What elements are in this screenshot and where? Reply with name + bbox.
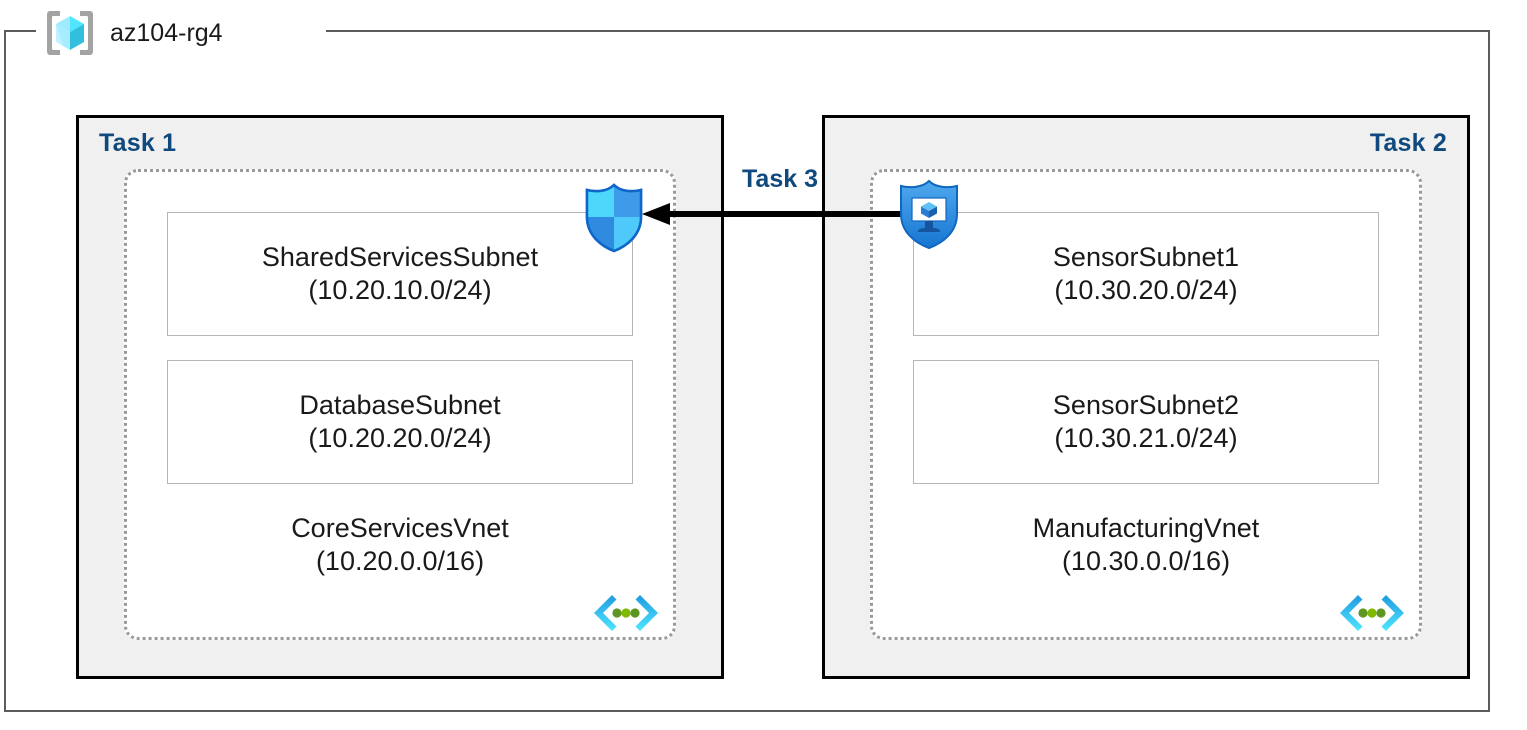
subnet-cidr: (10.20.10.0/24) bbox=[308, 275, 492, 305]
azure-network-security-group-shield-icon bbox=[896, 178, 962, 250]
subnet-sensorsubnet1: SensorSubnet1 (10.30.20.0/24) bbox=[913, 212, 1379, 336]
resource-group-name: az104-rg4 bbox=[110, 18, 223, 47]
azure-firewall-shield-icon bbox=[583, 183, 645, 253]
azure-resource-group-icon bbox=[44, 8, 96, 58]
subnet-cidr: (10.20.20.0/24) bbox=[308, 423, 492, 453]
subnet-databasesubnet: DatabaseSubnet (10.20.20.0/24) bbox=[167, 360, 633, 484]
subnet-cidr: (10.30.21.0/24) bbox=[1054, 423, 1238, 453]
vnet-footer: ManufacturingVnet (10.30.0.0/16) bbox=[873, 512, 1419, 578]
task-2-label: Task 2 bbox=[1369, 129, 1447, 157]
subnet-name: SensorSubnet1 bbox=[1052, 242, 1240, 273]
subnet-sensorsubnet2: SensorSubnet2 (10.30.21.0/24) bbox=[913, 360, 1379, 484]
vnet-coreservicesvnet: SharedServicesSubnet (10.20.10.0/24) Dat… bbox=[124, 169, 676, 640]
task-3-label: Task 3 bbox=[742, 165, 818, 193]
vnet-name: ManufacturingVnet bbox=[1032, 513, 1260, 543]
subnet-name: DatabaseSubnet bbox=[299, 390, 501, 421]
resource-group-header: az104-rg4 bbox=[44, 3, 223, 63]
resource-group-title-notch bbox=[36, 20, 326, 46]
azure-virtual-network-icon bbox=[592, 593, 660, 637]
vnet-footer: CoreServicesVnet (10.20.0.0/16) bbox=[127, 512, 673, 578]
vnet-name: CoreServicesVnet bbox=[291, 513, 509, 543]
azure-virtual-network-icon bbox=[1338, 593, 1406, 637]
vnet-peering-connector: Task 3 bbox=[640, 165, 920, 235]
resource-group-container bbox=[4, 30, 1490, 712]
task-1-label: Task 1 bbox=[99, 129, 177, 157]
subnet-sharedservicessubnet: SharedServicesSubnet (10.20.10.0/24) bbox=[167, 212, 633, 336]
task-panel-1: Task 1 SharedServicesSubnet (10.20.10.0/… bbox=[76, 115, 724, 679]
vnet-manufacturingvnet: SensorSubnet1 (10.30.20.0/24) SensorSubn… bbox=[870, 169, 1422, 640]
subnet-name: SharedServicesSubnet bbox=[261, 242, 539, 273]
subnet-name: SensorSubnet2 bbox=[1052, 390, 1240, 421]
subnet-cidr: (10.30.20.0/24) bbox=[1054, 275, 1238, 305]
vnet-cidr: (10.30.0.0/16) bbox=[1061, 545, 1231, 576]
vnet-cidr: (10.20.0.0/16) bbox=[315, 545, 485, 576]
